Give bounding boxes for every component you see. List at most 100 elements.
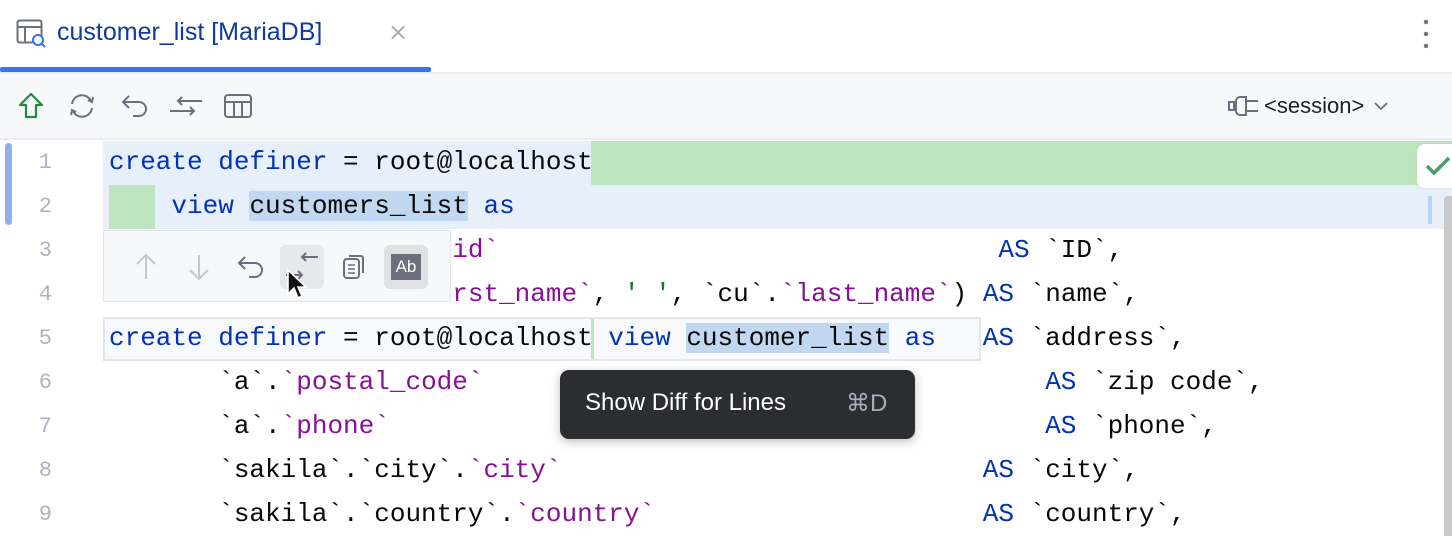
previous-difference-icon[interactable] [124,245,168,289]
code-text: `a`.`phone` AS `phone`, [109,411,1217,441]
code-line[interactable]: 1 create definer = root@localhost [0,141,1452,185]
line-number: 7 [38,414,52,439]
original-code: create definer = root@localhost view cus… [109,323,936,353]
code-line[interactable]: 3 id` AS `ID`, [0,229,1452,273]
code-line[interactable]: 6 `a`.`postal_code` AS `zip code`, [0,361,1452,405]
code-token: rst_name` [452,279,593,309]
code-text: `sakila`.`country`.`country` AS `country… [109,499,1186,529]
code-token: `country`, [1013,499,1186,529]
code-text: AS `address`, [109,323,1186,353]
code-token: `a`. [109,367,281,397]
plug-icon [1228,96,1258,116]
code-token: `address`, [1013,323,1186,353]
ignore-whitespace-icon: Ab [391,254,421,280]
code-token: AS [1045,411,1077,441]
check-icon [1425,156,1451,176]
code-token: view [608,323,671,353]
toolbar: <session> [0,74,1452,140]
compare-icon[interactable] [170,90,202,122]
diff-popup-toolbar: Ab [103,230,451,302]
close-icon[interactable]: × [388,18,409,46]
code-token: `last_name` [779,279,952,309]
code-token [468,191,484,221]
line-number: 3 [38,238,52,263]
session-selector[interactable]: <session> [1228,93,1394,119]
tab-bar: customer_list [MariaDB] × [0,0,1452,74]
change-gutter-marker[interactable] [5,143,12,225]
code-line[interactable]: 5 AS `address`, [0,317,1452,361]
code-token: create definer [109,323,328,353]
ignore-whitespace-toggle[interactable]: Ab [384,245,428,289]
diff-marker [591,319,594,359]
code-token: `ID`, [1029,235,1124,265]
code-token: AS [998,235,1030,265]
table-icon[interactable] [222,90,254,122]
code-token: ) [951,279,983,309]
line-number: 8 [38,458,52,483]
code-token: = root@localhost [327,147,593,177]
table-search-icon [16,19,46,48]
code-line[interactable]: 7 `a`.`phone` AS `phone`, [0,405,1452,449]
code-token [671,323,687,353]
next-difference-icon[interactable] [177,245,221,289]
added-text-marker [109,185,155,229]
code-text: `a`.`postal_code` AS `zip code`, [109,367,1264,397]
chevron-down-icon [1374,102,1388,111]
code-line[interactable]: 9 `sakila`.`country`.`country` AS `count… [0,493,1452,537]
tooltip: Show Diff for Lines ⌘D [560,370,915,439]
code-text: id` AS `ID`, [109,235,1123,265]
code-line[interactable]: 8 `sakila`.`city`.`city` AS `city`, [0,449,1452,493]
session-label: <session> [1264,93,1365,118]
code-text: `sakila`.`city`.`city` AS `city`, [109,455,1139,485]
line-number: 5 [38,326,52,351]
code-token: ' ' [623,279,671,309]
code-text: rst_name`, ' ', `cu`.`last_name`) AS `na… [109,279,1139,309]
code-token: id` [452,235,500,265]
code-token: `phone` [280,411,390,441]
code-token: `country` [514,499,656,529]
code-token: , [592,279,624,309]
line-number: 4 [38,282,52,307]
line-number: 9 [38,502,52,527]
more-options-icon[interactable] [1420,18,1432,50]
revert-icon[interactable] [119,90,151,122]
refresh-icon[interactable] [66,90,98,122]
tab-title: customer_list [MariaDB] [57,18,323,46]
copy-icon[interactable] [332,245,376,289]
code-token: AS [982,279,1015,309]
line-number: 1 [38,150,52,175]
code-token: AS [982,499,1014,529]
added-text-marker [591,141,1452,185]
error-stripe-marker [1428,196,1432,224]
submit-icon[interactable] [15,90,47,122]
tooltip-text: Show Diff for Lines [585,389,786,416]
active-tab-indicator [0,67,431,72]
code-token: `postal_code` [280,367,484,397]
mouse-cursor-icon [287,268,308,300]
tab-customer-list[interactable]: customer_list [MariaDB] × [0,0,431,72]
code-token [889,323,905,353]
code-token: = root@localhost [327,323,609,353]
code-token: `sakila`.`country`. [109,499,515,529]
line-number: 6 [38,370,52,395]
line-number: 2 [38,194,52,219]
code-line[interactable]: 4 rst_name`, ' ', `cu`.`last_name`) AS `… [0,273,1452,317]
code-token [109,191,171,221]
code-text: view customers_list as [109,191,515,221]
code-token: AS [982,455,1014,485]
code-token: `sakila`.`city`. [109,455,468,485]
diff-original-line: create definer = root@localhost view cus… [103,317,981,361]
code-token: `zip code`, [1076,367,1264,397]
code-token: as [904,323,936,353]
code-line[interactable]: 2 view customers_list as [0,185,1452,229]
code-token: customer_list [686,323,890,353]
code-token: as [483,191,515,221]
code-token [561,455,982,485]
code-token [234,191,250,221]
rollback-icon[interactable] [229,245,273,289]
inspection-widget[interactable] [1417,144,1452,188]
code-token [655,499,983,529]
vertical-scrollbar[interactable] [1444,196,1452,536]
code-token: `phone`, [1076,411,1217,441]
code-token: create definer [109,147,328,177]
